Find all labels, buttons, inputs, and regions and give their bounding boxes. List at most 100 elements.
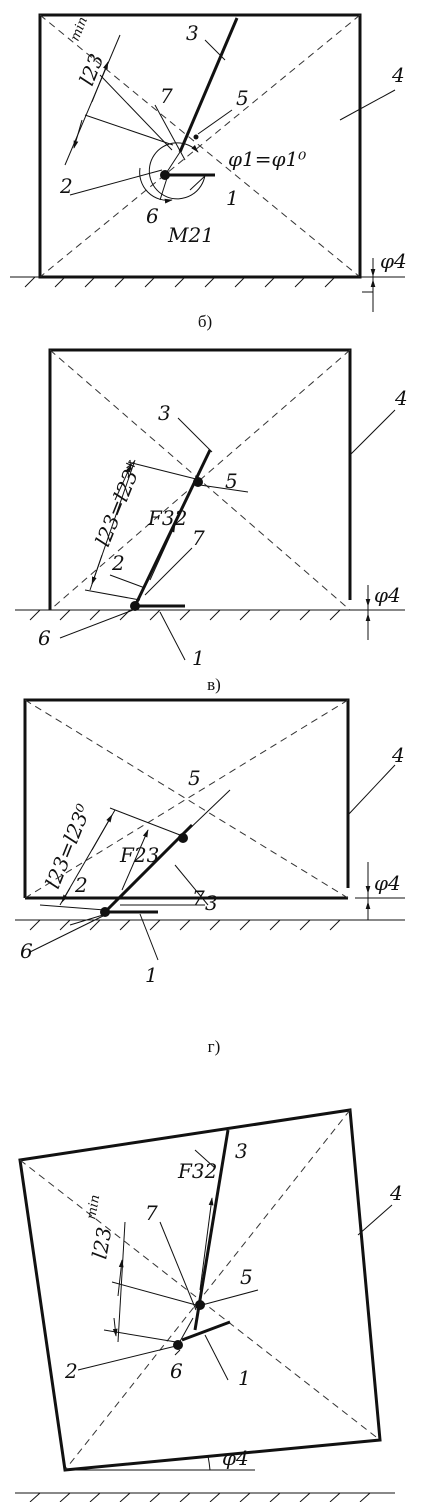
label-7: 7 (192, 886, 205, 910)
label-2: 2 (64, 1359, 78, 1383)
l23-superscript: min (84, 1194, 103, 1221)
leader-2 (69, 169, 163, 196)
frame-diagonal (39, 14, 361, 278)
link-2 (177, 1317, 194, 1346)
leader-5 (201, 1289, 259, 1306)
link-1 (181, 1320, 231, 1342)
leader-4 (357, 1204, 393, 1236)
leader-3 (194, 1149, 216, 1169)
leader-3 (174, 864, 209, 906)
label-2: 2 (111, 551, 125, 575)
phi1-arc (148, 142, 206, 200)
frame-diagonal (64, 1109, 351, 1471)
force-f23-arrow (121, 829, 149, 891)
leader-1 (204, 1334, 229, 1381)
ground-hatching (10, 276, 405, 288)
label-4: 4 (394, 386, 408, 410)
panel-v: φ4 F32 l23=l23* 3 5 4 7 2 6 1 в) (15, 348, 408, 694)
label-2: 2 (59, 174, 73, 198)
frame-diagonal (24, 699, 349, 899)
leader-3 (177, 417, 213, 453)
phi4-arc (207, 1455, 211, 1471)
panel-caption: б) (198, 312, 212, 331)
leader-1 (139, 913, 159, 961)
moment-label: M21 (167, 223, 214, 247)
panel-caption: г) (208, 1037, 221, 1056)
label-4: 4 (389, 1181, 403, 1205)
leader-6 (59, 609, 134, 639)
label-7: 7 (160, 84, 173, 108)
force-f32-arrow (149, 524, 176, 581)
force-label: F32 (147, 506, 187, 530)
leader-6 (174, 1349, 181, 1356)
label-5: 5 (188, 766, 201, 790)
label-5: 5 (225, 469, 238, 493)
joint-6 (173, 1340, 183, 1350)
label-1: 1 (145, 963, 158, 987)
l23-label: l23=l23* (90, 457, 146, 550)
joint-5 (195, 1300, 205, 1310)
body-4-frame (23, 698, 350, 898)
moment-arc (139, 167, 173, 204)
force-label: F23 (119, 843, 159, 867)
panel-d: φ4 F32 l23 min 3 (15, 1108, 403, 1502)
force-f32-arrow (199, 1197, 214, 1291)
link-3 (193, 1129, 230, 1331)
label-5: 5 (240, 1265, 253, 1289)
joint-5 (178, 833, 188, 843)
leader-7 (154, 104, 186, 161)
phi1-label: φ1=φ1⁰ (228, 147, 306, 171)
body-4-frame (48, 348, 352, 610)
label-1: 1 (226, 186, 239, 210)
phi4-label: φ4 (374, 871, 401, 895)
leader-4 (349, 409, 396, 456)
label-7: 7 (192, 526, 205, 550)
leader-1 (159, 611, 186, 661)
ground-hatching (15, 919, 405, 931)
link-3 (103, 823, 194, 914)
panel-b: φ4 l23 min 3 7 5 4 2 6 1 φ1=φ1⁰ (10, 13, 407, 331)
label-3: 3 (186, 21, 199, 45)
label-2: 2 (74, 873, 88, 897)
label-1: 1 (238, 1366, 251, 1390)
label-4: 4 (391, 63, 405, 87)
leader-5 (182, 789, 231, 836)
l23-superscript: min (68, 15, 91, 44)
phi4-label: φ4 (374, 583, 401, 607)
label-7: 7 (145, 1201, 158, 1225)
joint-5 (193, 134, 199, 140)
label-6: 6 (170, 1359, 183, 1383)
ground-hatching (15, 609, 405, 621)
joint-5 (193, 477, 203, 487)
panel-g: φ4 F23 l23=l23⁰ 5 3 4 7 2 6 1 г) (15, 698, 405, 1056)
leader-4 (339, 89, 396, 121)
l23-label: l23 (87, 1225, 116, 1261)
label-1: 1 (192, 646, 205, 670)
leader-4 (347, 764, 396, 816)
label-6: 6 (38, 626, 51, 650)
label-3: 3 (235, 1139, 248, 1163)
joint-6 (130, 601, 140, 611)
label-5: 5 (236, 86, 249, 110)
leader-7 (159, 1221, 197, 1311)
leader-2 (77, 1345, 177, 1371)
leader-6 (159, 177, 168, 201)
label-3: 3 (205, 891, 218, 915)
link-3 (178, 17, 239, 153)
label-6: 6 (20, 939, 33, 963)
leader-1 (189, 175, 206, 191)
ground-hatching (15, 1492, 395, 1502)
leader-2 (69, 914, 104, 926)
leader-3 (204, 39, 226, 61)
panel-caption: в) (207, 675, 221, 694)
leader-7 (144, 547, 193, 596)
force-label: F32 (177, 1159, 217, 1183)
l23-label: l23 (74, 50, 108, 89)
leader-6 (29, 915, 104, 953)
phi4-label: φ4 (222, 1446, 249, 1470)
leader-5 (197, 109, 233, 135)
leader-2 (109, 574, 146, 589)
leader-5 (199, 484, 249, 493)
phi4-label: φ4 (380, 249, 407, 273)
